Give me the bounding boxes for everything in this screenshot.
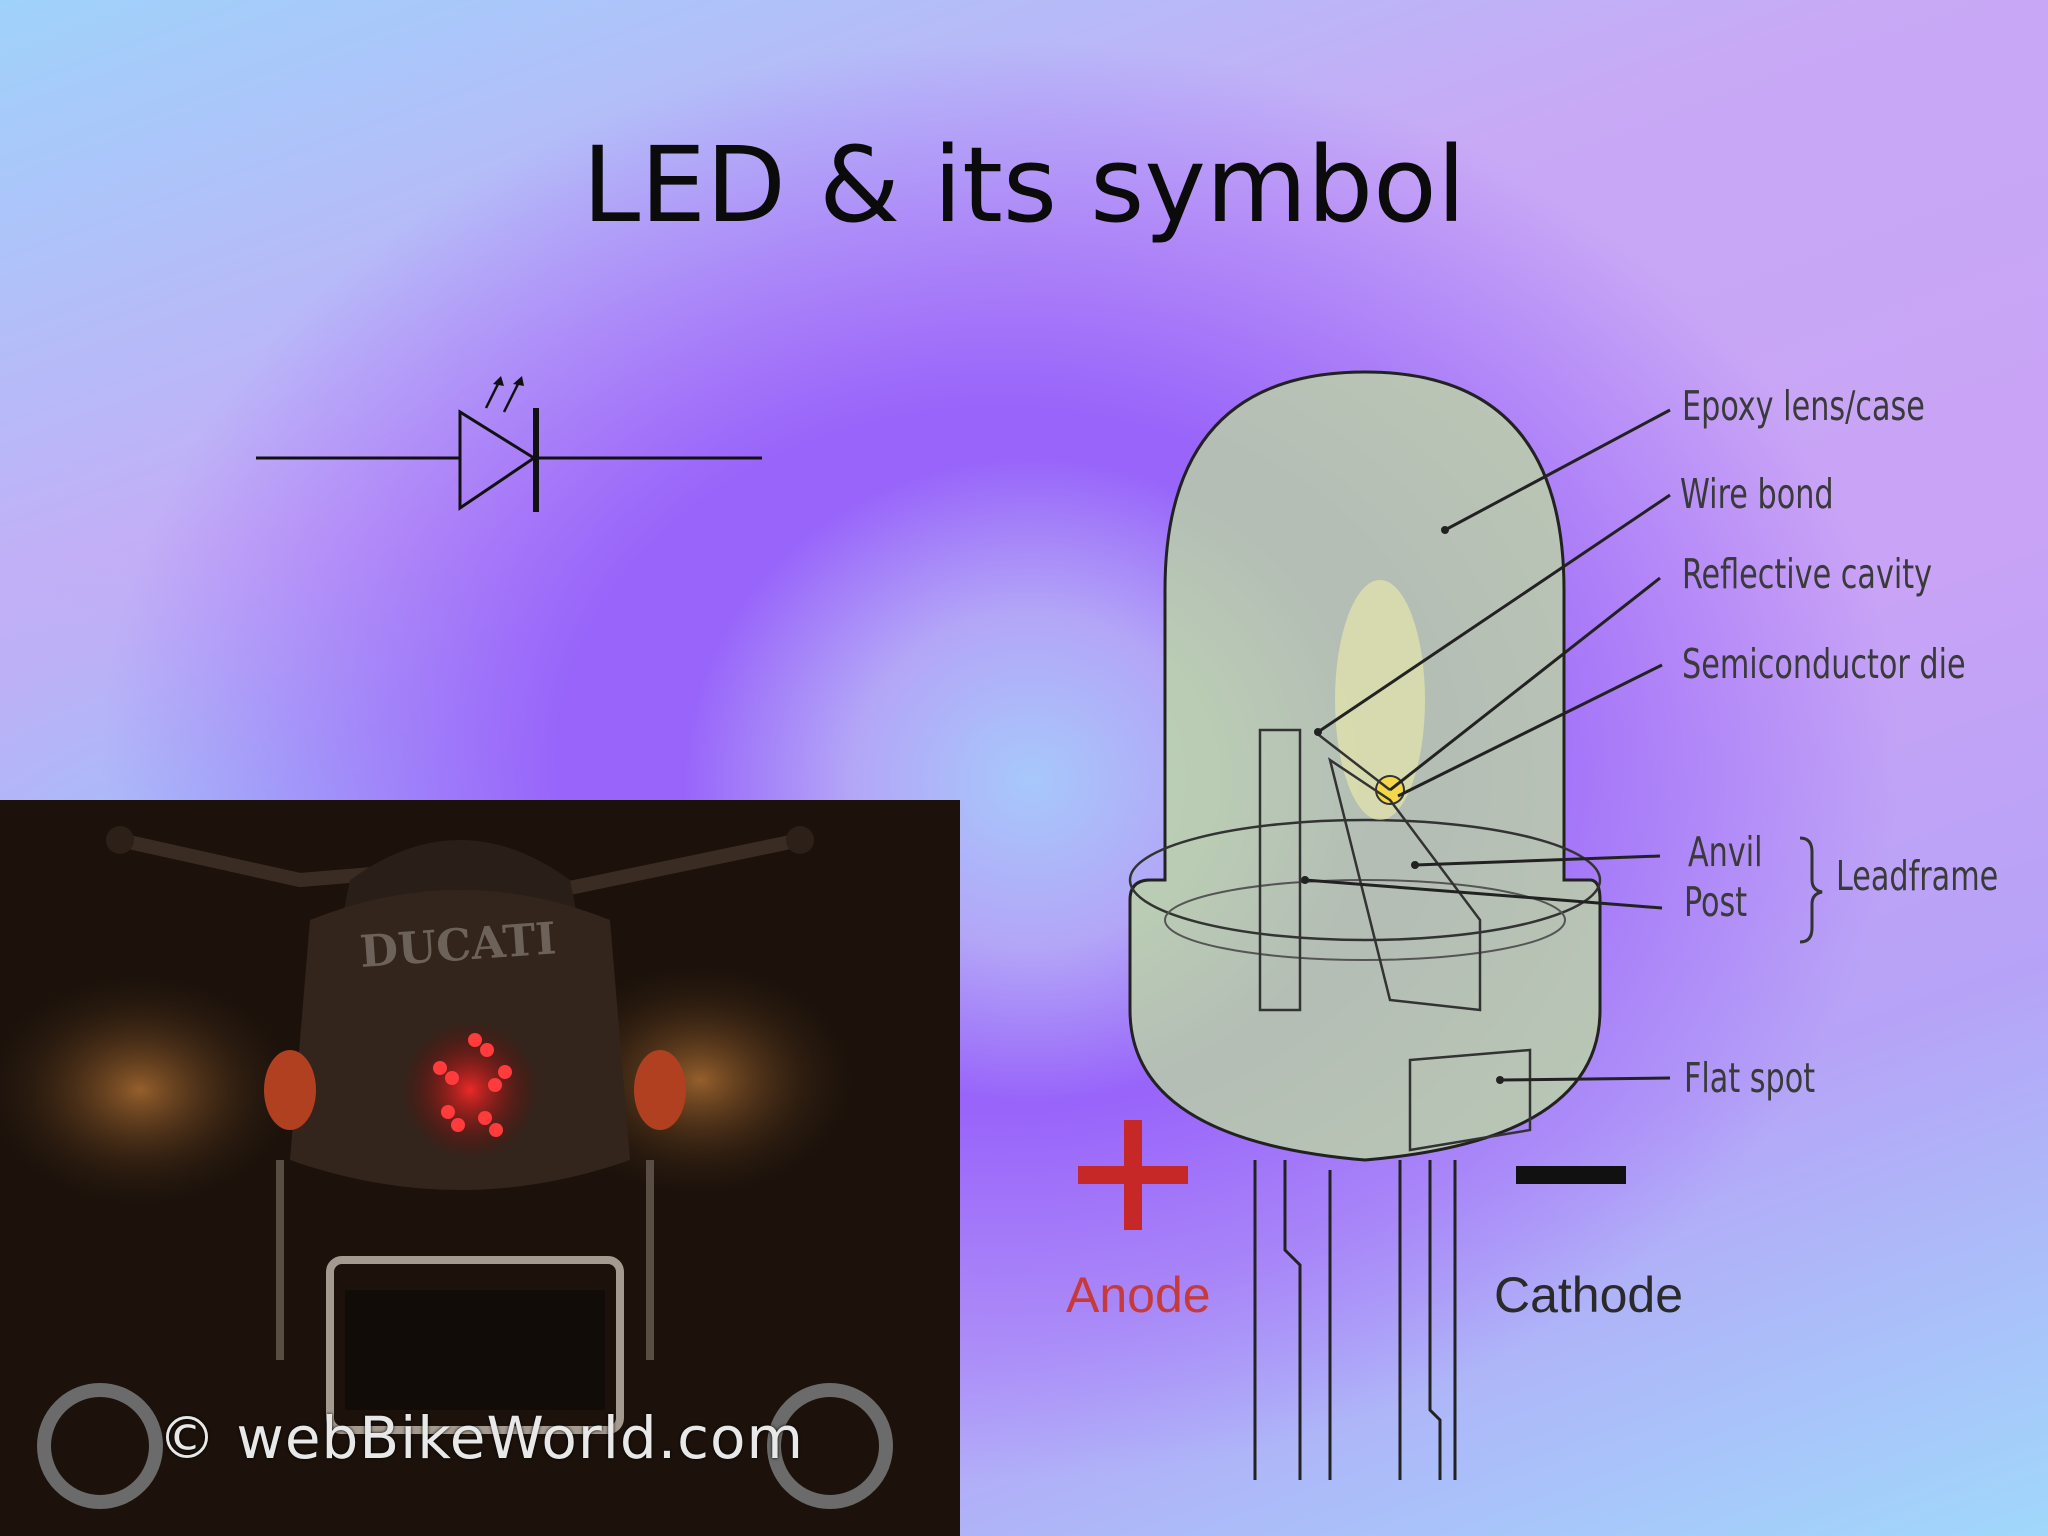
plus-icon — [1078, 1120, 1188, 1230]
photo-watermark: © webBikeWorld.com — [158, 1404, 805, 1472]
callout-leadframe: Leadframe — [1836, 852, 1999, 900]
motorcycle-photo: DUCATI © webBike — [0, 800, 960, 1536]
slide-title: LED & its symbol — [582, 124, 1466, 246]
callout-reflective-cavity: Reflective cavity — [1682, 550, 1933, 598]
symbol-triangle — [458, 409, 537, 511]
symbol-arrow-2 — [502, 379, 522, 413]
callout-epoxy: Epoxy lens/case — [1682, 382, 1925, 430]
lead-post — [1258, 728, 1302, 1012]
led-schematic-symbol — [256, 376, 762, 512]
callout-flat-spot: Flat spot — [1684, 1054, 1816, 1102]
callout-post: Post — [1684, 878, 1748, 926]
callout-wire-bond: Wire bond — [1680, 470, 1834, 518]
callout-semiconductor-die: Semiconductor die — [1682, 640, 1966, 688]
callout-anvil: Anvil — [1688, 828, 1763, 876]
led-anatomy-diagram — [1078, 370, 1823, 1480]
anode-label: Anode — [1066, 1267, 1211, 1323]
cathode-label: Cathode — [1494, 1267, 1684, 1323]
lead-anvil — [1328, 757, 1482, 1012]
minus-icon — [1516, 1166, 1626, 1184]
leadframe-brace — [1799, 836, 1823, 944]
flat-spot — [1408, 1048, 1532, 1152]
